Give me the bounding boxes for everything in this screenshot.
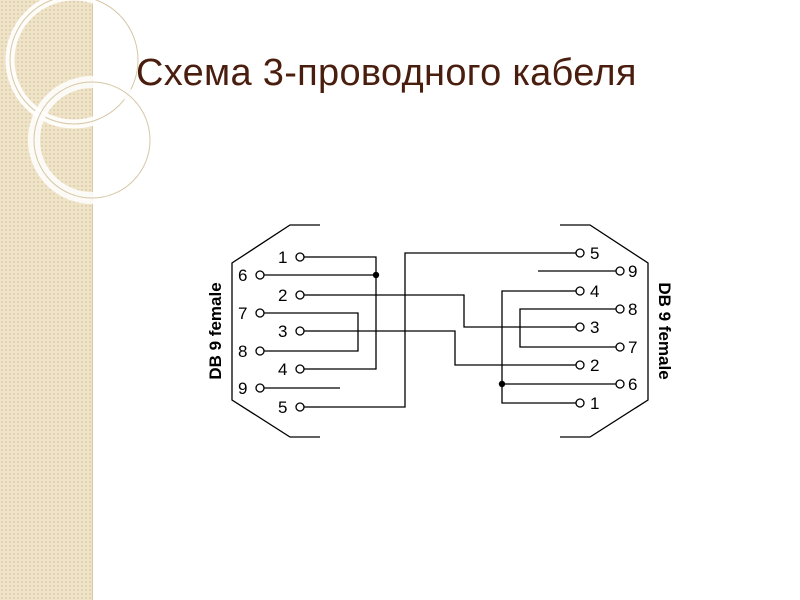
left-junction-dot [372, 271, 380, 279]
left-connector-body [231, 224, 320, 438]
right-pin-label: 6 [628, 375, 637, 394]
cross-wires [320, 252, 560, 408]
left-pin-label: 9 [238, 379, 247, 398]
left-pin-label: 7 [238, 304, 247, 323]
right-pin-labels: 5 9 4 8 3 7 2 6 1 [590, 244, 637, 413]
slide-title: Схема 3-проводного кабеля [136, 52, 637, 94]
right-junction-dot [498, 380, 506, 388]
right-pin-label: 9 [628, 262, 637, 281]
right-connector-body [560, 224, 649, 438]
right-pin-label: 7 [628, 338, 637, 357]
right-pin-label: 8 [628, 300, 637, 319]
left-pin-label: 3 [278, 322, 287, 341]
left-pin-label: 1 [278, 248, 287, 267]
right-pin-label: 5 [590, 244, 599, 263]
right-pin-label: 1 [590, 394, 599, 413]
right-connector-label: DB 9 female [655, 282, 674, 379]
left-pin-label: 4 [278, 360, 287, 379]
left-pin-label: 5 [278, 398, 287, 417]
right-loopback-wires [501, 270, 560, 404]
left-pin-label: 8 [238, 342, 247, 361]
left-connector-label: DB 9 female [206, 282, 225, 379]
decorative-circles [5, 0, 156, 204]
right-pin-label: 3 [590, 318, 599, 337]
right-pins [560, 248, 625, 408]
left-pin-label: 2 [278, 286, 287, 305]
left-pins [255, 252, 320, 412]
left-loopback-wires [320, 256, 377, 389]
left-pin-label: 6 [238, 266, 247, 285]
left-pin-labels: 1 6 2 7 3 8 4 9 5 [238, 248, 287, 417]
right-pin-label: 4 [590, 282, 599, 301]
right-pin-label: 2 [590, 356, 599, 375]
cable-wiring-diagram: 1 6 2 7 3 8 4 9 5 5 9 4 8 3 7 2 6 1 DB 9… [206, 224, 674, 438]
